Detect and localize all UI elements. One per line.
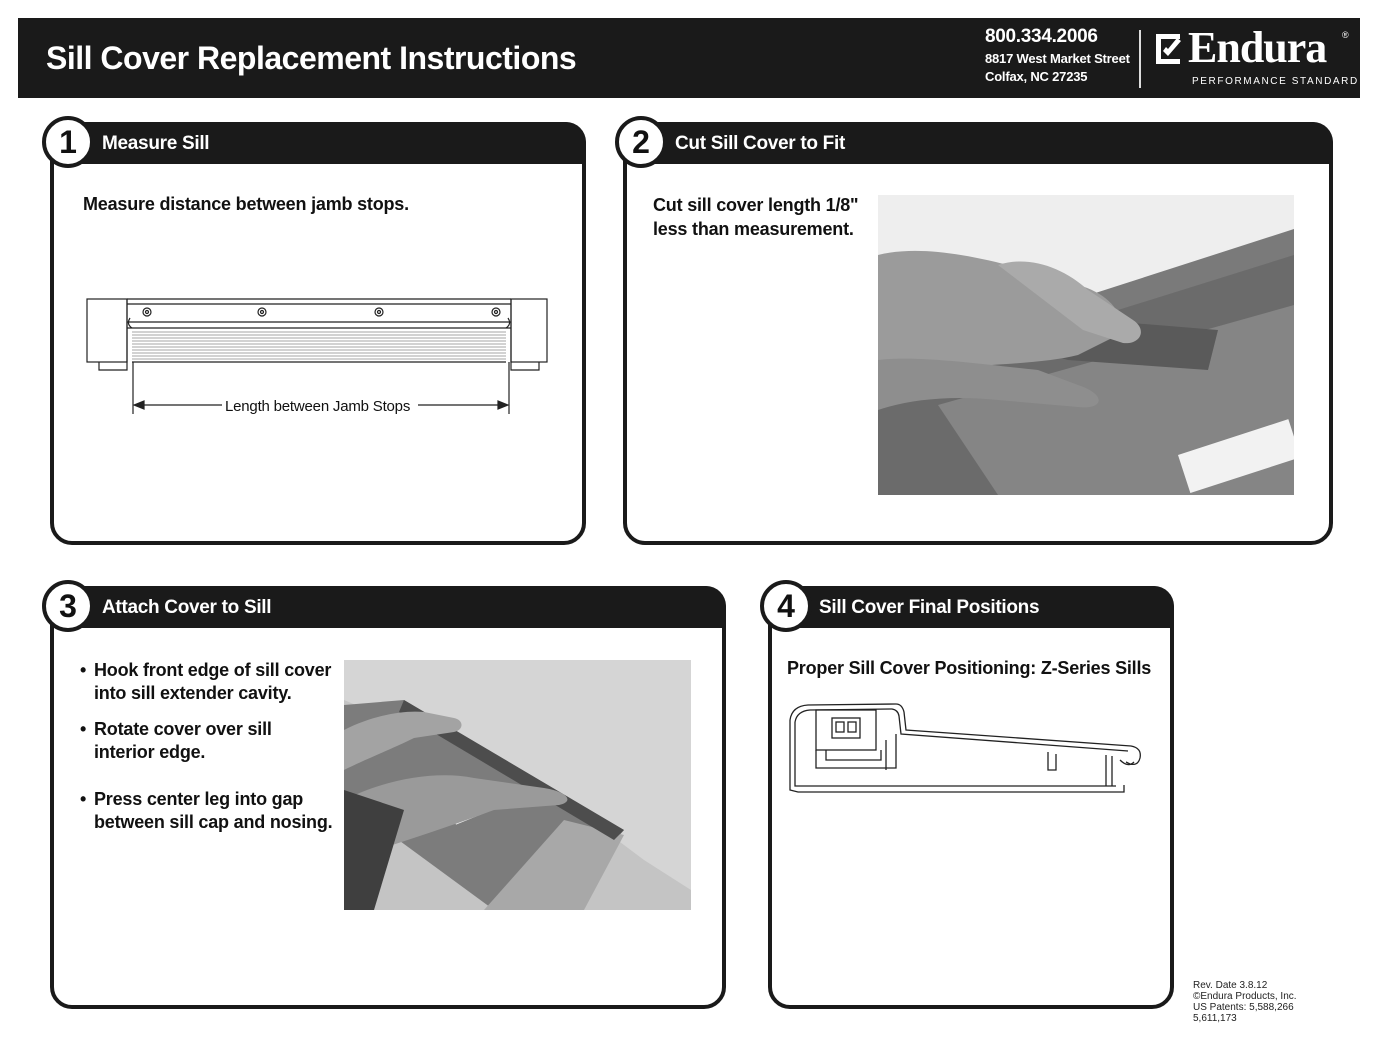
step-3-bullet-3-line-1: Press center leg into gap [94,789,304,809]
header-divider [1139,30,1141,88]
step-1-sill-diagram [86,298,548,414]
step-4-instruction: Proper Sill Cover Positioning: Z-Series … [787,658,1152,678]
step-4-number-badge: 4 [760,580,812,632]
step-4-title: Sill Cover Final Positions [819,597,1040,618]
step-3-bullet-1: Hook front edge of sill cover into sill … [80,659,340,705]
step-3-bullet-1-line-1: Hook front edge of sill cover [94,660,332,680]
step-1-title: Measure Sill [102,133,210,154]
page-title: Sill Cover Replacement Instructions [46,40,577,76]
step-3-bullet-3: Press center leg into gap between sill c… [80,788,340,834]
logo-registered-mark: ® [1342,30,1349,40]
step-2-number-badge: 2 [615,116,667,168]
step-4-panel [768,586,1174,1009]
contact-info: 800.334.2006 8817 West Market Street Col… [985,26,1130,86]
address-line-1: 8817 West Market Street [985,51,1130,66]
step-2-instruction-line-2: less than measurement. [653,219,854,239]
step-3-bullet-2: Rotate cover over sill interior edge. [80,718,340,764]
endura-logo: Endura ® PERFORMANCE STANDARD [1154,23,1357,92]
endura-logo-mark-icon [1156,34,1181,64]
phone-number: 800.334.2006 [985,26,1098,47]
step-2-title: Cut Sill Cover to Fit [675,133,845,154]
step-1-number-badge: 1 [42,116,94,168]
step-3-tab [50,586,726,628]
step-3-bullet-3-line-2: between sill cap and nosing. [94,812,333,832]
step-3-instruction-list: Hook front edge of sill cover into sill … [80,659,340,834]
step-1-panel [50,122,586,545]
address-line-2: Colfax, NC 27235 [985,69,1088,84]
logo-wordmark: Endura [1188,23,1327,72]
logo-tagline: PERFORMANCE STANDARD [1192,76,1359,87]
step-3-bullet-2-line-1: Rotate cover over sill [94,719,272,739]
step-4-sill-profile-diagram [789,703,1141,793]
step-3-bullet-1-line-2: into sill extender cavity. [94,683,292,703]
revision-date: Rev. Date 3.8.12 [1193,980,1268,991]
step-2-cutting-photo [878,195,1294,495]
step-3-title: Attach Cover to Sill [102,597,272,618]
patents-line-1: US Patents: 5,588,266 [1193,1002,1294,1013]
step-2-tab [623,122,1333,164]
step-3-bullet-2-line-2: interior edge. [94,742,206,762]
document-footnote: Rev. Date 3.8.12 ©Endura Products, Inc. … [1193,980,1297,1024]
step-2-instruction: Cut sill cover length 1/8" less than mea… [653,193,859,241]
step-1-diagram-label: Length between Jamb Stops [225,398,411,415]
step-2-instruction-line-1: Cut sill cover length 1/8" [653,195,859,215]
step-3-number-badge: 3 [42,580,94,632]
copyright-notice: ©Endura Products, Inc. [1193,991,1297,1002]
step-1-tab [50,122,586,164]
step-3-attach-photo [344,660,691,910]
step-1-instruction: Measure distance between jamb stops. [83,194,409,214]
header-bar: Sill Cover Replacement Instructions 800.… [18,18,1360,98]
step-4-tab [768,586,1174,628]
patents-line-2: 5,611,173 [1193,1013,1237,1024]
